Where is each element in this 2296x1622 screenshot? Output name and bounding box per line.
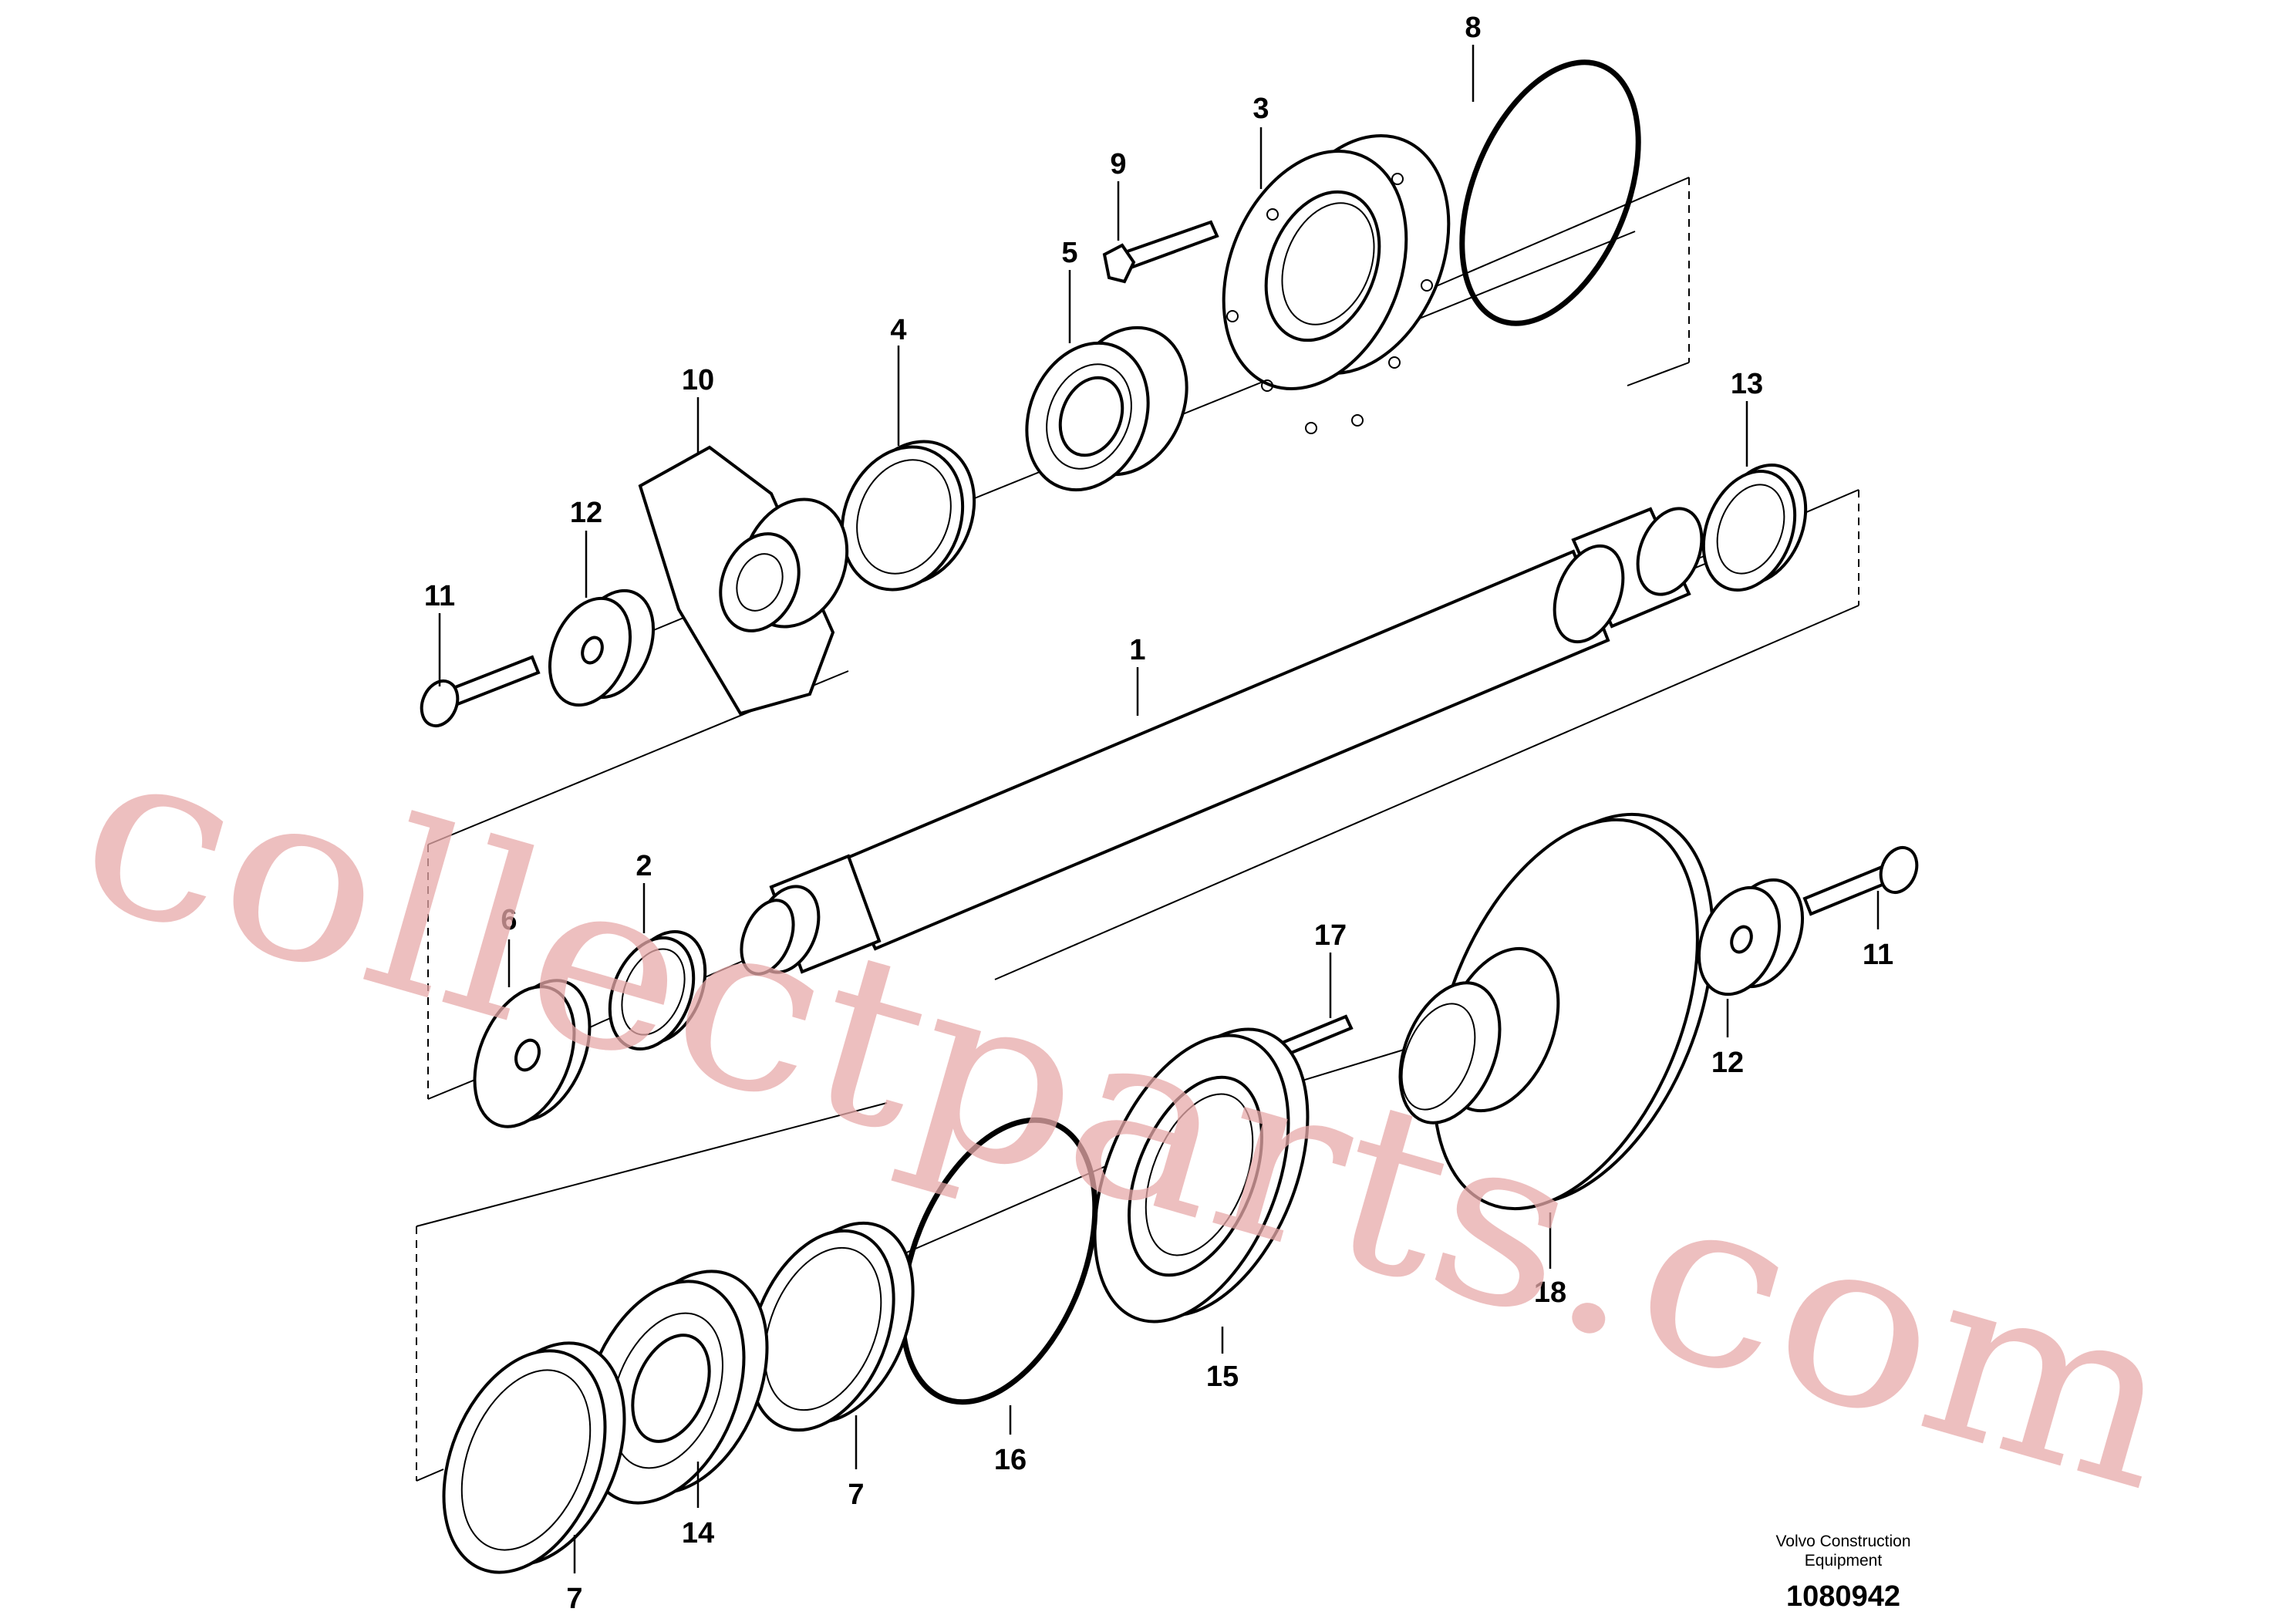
callout-13: 13 (1731, 368, 1763, 400)
callout-15: 15 (1206, 1361, 1239, 1393)
part-14-ball-bearing (581, 1270, 769, 1505)
part-12-washer-lower (1697, 878, 1805, 996)
part-1-shaft (740, 507, 1704, 976)
part-7-seal-ring-left (442, 1341, 626, 1574)
callout-5: 5 (1061, 237, 1077, 269)
footer-brand-line-2: Equipment (1805, 1552, 1883, 1570)
callout-6: 6 (501, 904, 517, 936)
callout-11-lower: 11 (1863, 939, 1893, 971)
footer: Volvo Construction Equipment 1080942 (1775, 1533, 1910, 1613)
callout-2: 2 (636, 850, 652, 882)
callout-labels: 1 2 3 4 5 6 7 7 8 9 10 11 11 12 12 13 14… (424, 12, 1893, 1615)
part-4-seal-ring (840, 440, 976, 592)
callout-14: 14 (682, 1517, 714, 1549)
part-2-seal-ring (608, 929, 707, 1051)
part-11-bolt-lower (1802, 845, 1919, 916)
callout-7-right: 7 (848, 1479, 864, 1511)
callout-4: 4 (890, 314, 906, 346)
part-5-ball-bearing (1025, 325, 1188, 492)
part-9-bolt (1102, 220, 1219, 284)
callout-7-left: 7 (566, 1583, 582, 1615)
callout-12-upper: 12 (570, 497, 602, 529)
assembly-bracket-lower (416, 1102, 888, 1482)
callout-12-lower: 12 (1711, 1047, 1744, 1079)
part-16-o-ring (899, 1117, 1098, 1405)
part-3-housing-flange (1222, 134, 1451, 434)
callout-17: 17 (1314, 919, 1347, 952)
part-15-bearing-cover (1093, 1027, 1310, 1324)
callout-11-upper: 11 (424, 580, 455, 612)
part-10-yoke-flange (638, 445, 849, 716)
callout-18: 18 (1534, 1276, 1566, 1309)
part-11-bolt-upper (420, 655, 541, 728)
callout-10: 10 (682, 364, 714, 396)
footer-drawing-number: 1080942 (1786, 1580, 1900, 1613)
callout-3: 3 (1253, 93, 1269, 125)
part-18-drive-flange (1398, 812, 1714, 1211)
part-7-seal-ring-right (747, 1221, 915, 1432)
part-12-washer-upper (548, 588, 656, 707)
part-13-seal-ring (1701, 464, 1808, 592)
part-8-o-ring (1459, 59, 1641, 326)
assembly-bracket-upper (1434, 177, 1690, 386)
callout-1: 1 (1129, 634, 1145, 666)
callout-leaders (438, 45, 1880, 1573)
callout-8: 8 (1465, 12, 1481, 44)
callout-16: 16 (994, 1444, 1027, 1476)
footer-brand-line-1: Volvo Construction (1775, 1533, 1910, 1550)
callout-9: 9 (1110, 148, 1126, 180)
part-6-cover-disc (473, 979, 592, 1128)
